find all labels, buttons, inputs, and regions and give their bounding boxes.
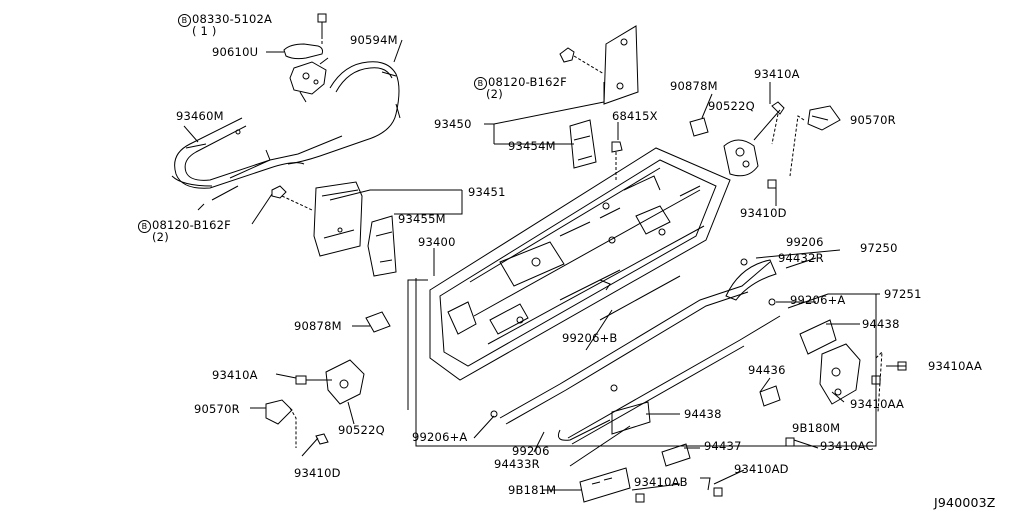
label-93460M: 93460M (176, 109, 224, 123)
label-qty-2-left: (2) (152, 230, 169, 244)
label-90522Q-left: 90522Q (338, 423, 385, 437)
release-cable-assembly (171, 13, 401, 211)
label-99206-bottom: 99206 (512, 444, 550, 458)
label-94432R: 94432R (778, 251, 824, 265)
label-90594M: 90594M (350, 33, 398, 47)
label-97251: 97251 (884, 287, 922, 301)
label-text: 08330-5102A (192, 12, 273, 26)
leader-lines (183, 39, 906, 491)
label-94438-top: 94438 (862, 317, 900, 331)
label-94437: 94437 (704, 439, 742, 453)
label-99206-top: 99206 (786, 235, 824, 249)
label-qty-1: ( 1 ) (192, 24, 217, 38)
label-93410AB: 93410AB (634, 475, 688, 489)
right-lock-assembly (689, 101, 841, 189)
circle-b-icon: B (178, 14, 191, 27)
label-93455M: 93455M (398, 212, 446, 226)
label-qty-2-top: (2) (486, 87, 503, 101)
label-94436: 94436 (748, 363, 786, 377)
label-93410AA-right: 93410AA (928, 359, 983, 373)
label-9B181M: 9B181M (508, 483, 557, 497)
label-93450: 93450 (434, 117, 472, 131)
label-99206B: 99206+B (562, 331, 618, 345)
label-68415X: 68415X (612, 109, 658, 123)
label-text: 08120-B162F (152, 218, 231, 232)
bracket-9b180m (579, 319, 907, 503)
label-94433R: 94433R (494, 457, 540, 471)
striker-plate-93450 (559, 25, 639, 182)
label-93410AC: 93410AC (820, 439, 874, 453)
circle-b-icon: B (138, 220, 151, 233)
bracket-93451 (313, 181, 397, 277)
label-93454M: 93454M (508, 139, 556, 153)
label-93451: 93451 (468, 185, 506, 199)
label-93410A-left: 93410A (212, 368, 258, 382)
left-lock-assembly (265, 311, 391, 448)
link-rods (490, 258, 781, 445)
label-90610U: 90610U (212, 45, 259, 59)
label-text: 08120-B162F (488, 75, 567, 89)
label-93410D-top: 93410D (740, 206, 787, 220)
label-90522Q-top: 90522Q (708, 99, 755, 113)
label-93410AA-mid: 93410AA (850, 397, 905, 411)
label-93400: 93400 (418, 235, 456, 249)
label-90570R-left: 90570R (194, 402, 240, 416)
label-99206A-left: 99206+A (412, 430, 468, 444)
label-90878M-left: 90878M (294, 319, 342, 333)
label-93410A-top: 93410A (754, 67, 800, 81)
label-97250: 97250 (860, 241, 898, 255)
diagram-id: J940003Z (934, 495, 996, 510)
label-9B180M: 9B180M (792, 421, 841, 435)
label-93410AD: 93410AD (734, 462, 789, 476)
tailgate-panel-93400 (429, 147, 731, 381)
label-99206A-right: 99206+A (790, 293, 846, 307)
circle-b-icon: B (474, 77, 487, 90)
label-90878M-top: 90878M (670, 79, 718, 93)
label-94438-bottom: 94438 (684, 407, 722, 421)
label-93410D-left: 93410D (294, 466, 341, 480)
label-90570R-top: 90570R (850, 113, 896, 127)
